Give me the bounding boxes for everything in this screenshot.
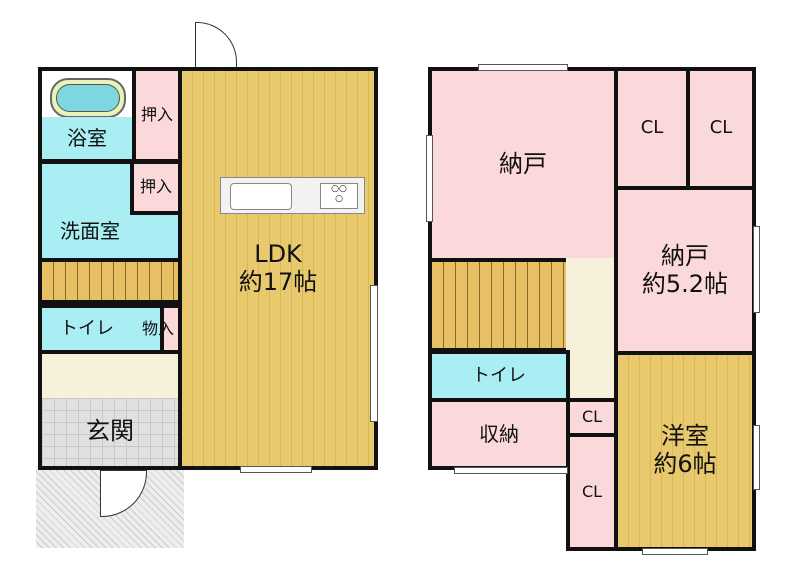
- window: [753, 425, 760, 490]
- stove-icon: ○○○: [320, 183, 358, 209]
- room-label: CL: [709, 117, 733, 139]
- room-cl-4: CL: [566, 433, 618, 551]
- entry-door-top: [195, 22, 237, 68]
- room-size: 約17帖: [238, 267, 318, 296]
- hallway-2f: [566, 258, 618, 404]
- room-label: 納戸: [661, 241, 709, 270]
- room-closet-2: 押入: [130, 160, 182, 215]
- room-storeroom-2: 納戸約5.2帖: [614, 186, 756, 355]
- room-label: 洗面室: [60, 218, 120, 243]
- room-toilet-2f: トイレ: [428, 350, 570, 402]
- room-closet-1: 押入: [132, 67, 182, 163]
- kitchen-counter: ○○○: [220, 177, 365, 214]
- window: [240, 466, 312, 473]
- room-entrance: 玄関: [38, 398, 182, 470]
- stairs-2f: [428, 258, 570, 352]
- room-label: CL: [581, 407, 603, 427]
- room-label: 洋室: [661, 422, 709, 451]
- room-label: CL: [640, 117, 664, 139]
- room-label: トイレ: [60, 317, 114, 339]
- room-label: 玄関: [86, 417, 134, 446]
- window: [426, 135, 433, 222]
- room-label: 物入: [141, 318, 174, 338]
- room-shuno: 収納: [428, 398, 570, 470]
- sink-icon: [230, 183, 292, 210]
- room-cl-2: CL: [686, 67, 756, 190]
- room-cl-3: CL: [566, 398, 618, 437]
- window: [370, 285, 378, 422]
- window: [478, 64, 568, 71]
- room-western: 洋室約6帖: [614, 351, 756, 551]
- room-label: 収納: [479, 421, 519, 446]
- bathtub-icon: [50, 78, 126, 118]
- stairs-1f: [38, 258, 182, 304]
- room-label: 納戸: [499, 149, 547, 178]
- room-label: トイレ: [472, 364, 526, 386]
- window: [642, 548, 708, 555]
- room-size: 約5.2帖: [641, 269, 729, 298]
- room-label: LDK: [254, 239, 302, 268]
- room-label: 押入: [139, 177, 172, 197]
- window: [753, 226, 760, 313]
- room-cl-1: CL: [614, 67, 690, 190]
- hallway-1f: [38, 350, 182, 402]
- room-label: 押入: [140, 104, 173, 124]
- room-bath: 浴室: [38, 117, 136, 163]
- room-label: CL: [581, 481, 603, 501]
- room-size: 約6帖: [653, 450, 717, 478]
- room-storeroom: 納戸: [428, 67, 618, 262]
- window: [454, 467, 568, 474]
- room-label: 浴室: [67, 125, 107, 150]
